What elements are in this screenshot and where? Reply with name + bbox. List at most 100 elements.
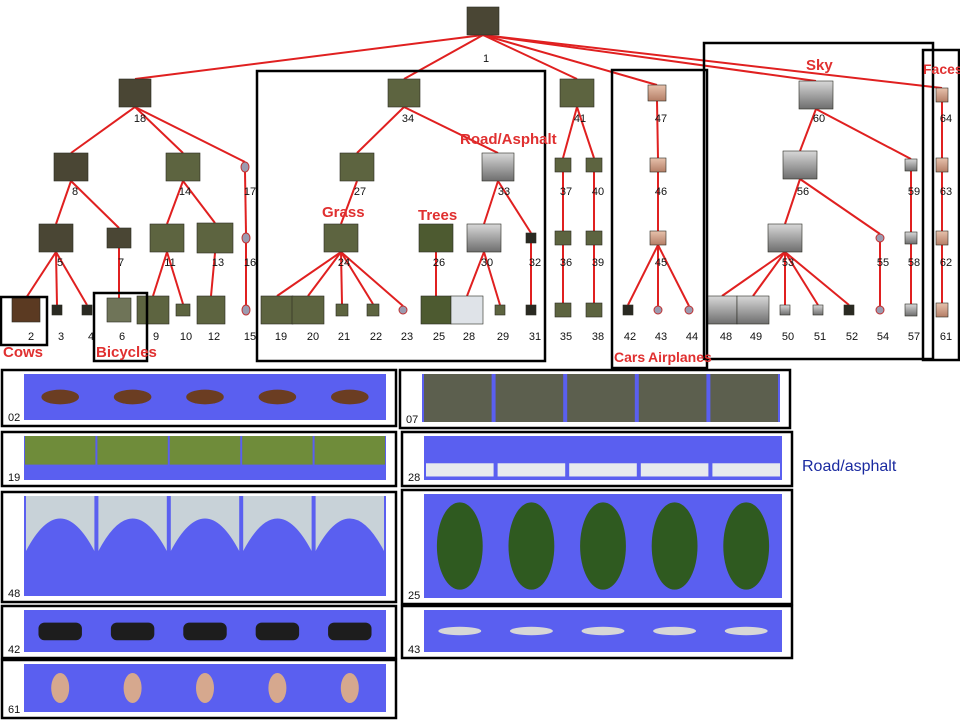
node-30: 30 [466, 223, 502, 269]
node-thumbnail [736, 295, 770, 325]
node-label: 63 [940, 186, 952, 198]
edge-41-40 [576, 106, 595, 159]
panel-thumbnail [315, 496, 384, 551]
panel-thumbnail [38, 622, 82, 641]
node-label: 38 [592, 331, 604, 343]
panel-thumbnail [98, 496, 167, 551]
panel-thumbnail [712, 463, 780, 477]
edge-33-32 [497, 180, 532, 234]
node-thumbnail [51, 304, 63, 316]
panel-thumbnail [110, 622, 155, 641]
node-21: 21 [335, 303, 350, 343]
node-thumbnail [904, 303, 918, 317]
node-label: 44 [686, 331, 698, 343]
node-thumbnail [904, 231, 918, 245]
panel-thumbnail [183, 622, 227, 641]
panel-thumbnail [436, 502, 483, 590]
edge-8-7 [70, 180, 120, 229]
tree-edges [25, 34, 943, 307]
node-label: 27 [354, 186, 366, 198]
edge-33-30 [483, 180, 499, 225]
edge-14-13 [182, 180, 216, 224]
node-27: 27 [339, 152, 375, 198]
node-2: 2 [11, 297, 41, 343]
node-label: 48 [720, 331, 732, 343]
edge-53-52 [784, 251, 850, 306]
edge-27-24 [340, 180, 358, 225]
panel-label: 42 [8, 644, 20, 656]
edge-18-17 [134, 106, 246, 163]
node-thumbnail [554, 157, 572, 173]
node-thumbnail [53, 152, 89, 182]
node-thumbnail [106, 227, 132, 249]
node-45: 45 [649, 230, 667, 269]
node-26: 26 [418, 223, 454, 269]
node-thumbnail [466, 6, 500, 36]
node-11: 11 [149, 223, 185, 269]
frame-sky [702, 41, 935, 361]
node-thumbnail [779, 304, 791, 316]
panel-thumbnail [438, 626, 482, 636]
panel-thumbnail [196, 673, 214, 703]
panel-label: 19 [8, 472, 20, 484]
panel-label: 28 [408, 472, 420, 484]
panel-thumbnail [51, 673, 70, 703]
edge-56-53 [784, 178, 801, 225]
node-thumbnail [11, 297, 41, 323]
edge-1-34 [403, 34, 484, 80]
node-label: 56 [797, 186, 809, 198]
panel-thumbnail [508, 502, 555, 590]
node-thumbnail [418, 223, 454, 253]
node-thumbnail [241, 304, 251, 316]
panel-61: 61 [0, 658, 398, 720]
category-faces: Faces [923, 61, 960, 77]
panel-thumbnail [268, 673, 287, 703]
panel-label: 43 [408, 644, 420, 656]
frame-grass-road-trees [255, 69, 547, 363]
node-thumbnail [935, 230, 949, 246]
node-thumbnail [420, 295, 452, 325]
category-bicycles: Bicycles [96, 344, 157, 361]
frame-cars-airplanes [610, 68, 709, 370]
node-32: 32 [525, 232, 541, 269]
edge-11-9 [152, 251, 168, 297]
node-thumbnail [106, 297, 132, 323]
node-thumbnail [398, 305, 408, 315]
node-62: 62 [935, 230, 952, 269]
node-label: 58 [908, 257, 920, 269]
category-sky: Sky [806, 57, 833, 74]
node-18: 18 [118, 78, 152, 125]
category-grass: Grass [322, 204, 365, 221]
edge-1-64 [482, 34, 943, 89]
panel-label: 07 [406, 414, 418, 426]
node-label: 62 [940, 257, 952, 269]
panel-label: 48 [8, 588, 20, 600]
node-39: 39 [585, 230, 604, 269]
panel-thumbnail [710, 374, 778, 422]
cluster-frames [0, 41, 960, 370]
node-thumbnail [904, 158, 918, 172]
panel-thumbnail [314, 436, 385, 465]
panel-thumbnail [123, 673, 142, 703]
edge-1-41 [482, 34, 578, 80]
node-label: 64 [940, 113, 952, 125]
node-40: 40 [585, 157, 604, 198]
node-label: 28 [463, 331, 475, 343]
node-label: 26 [433, 257, 445, 269]
edge-24-23 [340, 251, 404, 307]
node-43: 43 [653, 305, 667, 343]
node-label: 9 [153, 331, 159, 343]
edge-5-4 [55, 251, 88, 306]
node-label: 1 [483, 53, 489, 65]
node-label: 42 [624, 331, 636, 343]
node-thumbnail [240, 161, 250, 173]
node-25: 25 [420, 295, 452, 343]
node-thumbnail [767, 223, 803, 253]
node-label: 3 [58, 331, 64, 343]
panel-label: 02 [8, 412, 20, 424]
node-56: 56 [782, 150, 818, 198]
node-33: 33 [481, 152, 515, 198]
panel-thumbnail [26, 496, 95, 551]
